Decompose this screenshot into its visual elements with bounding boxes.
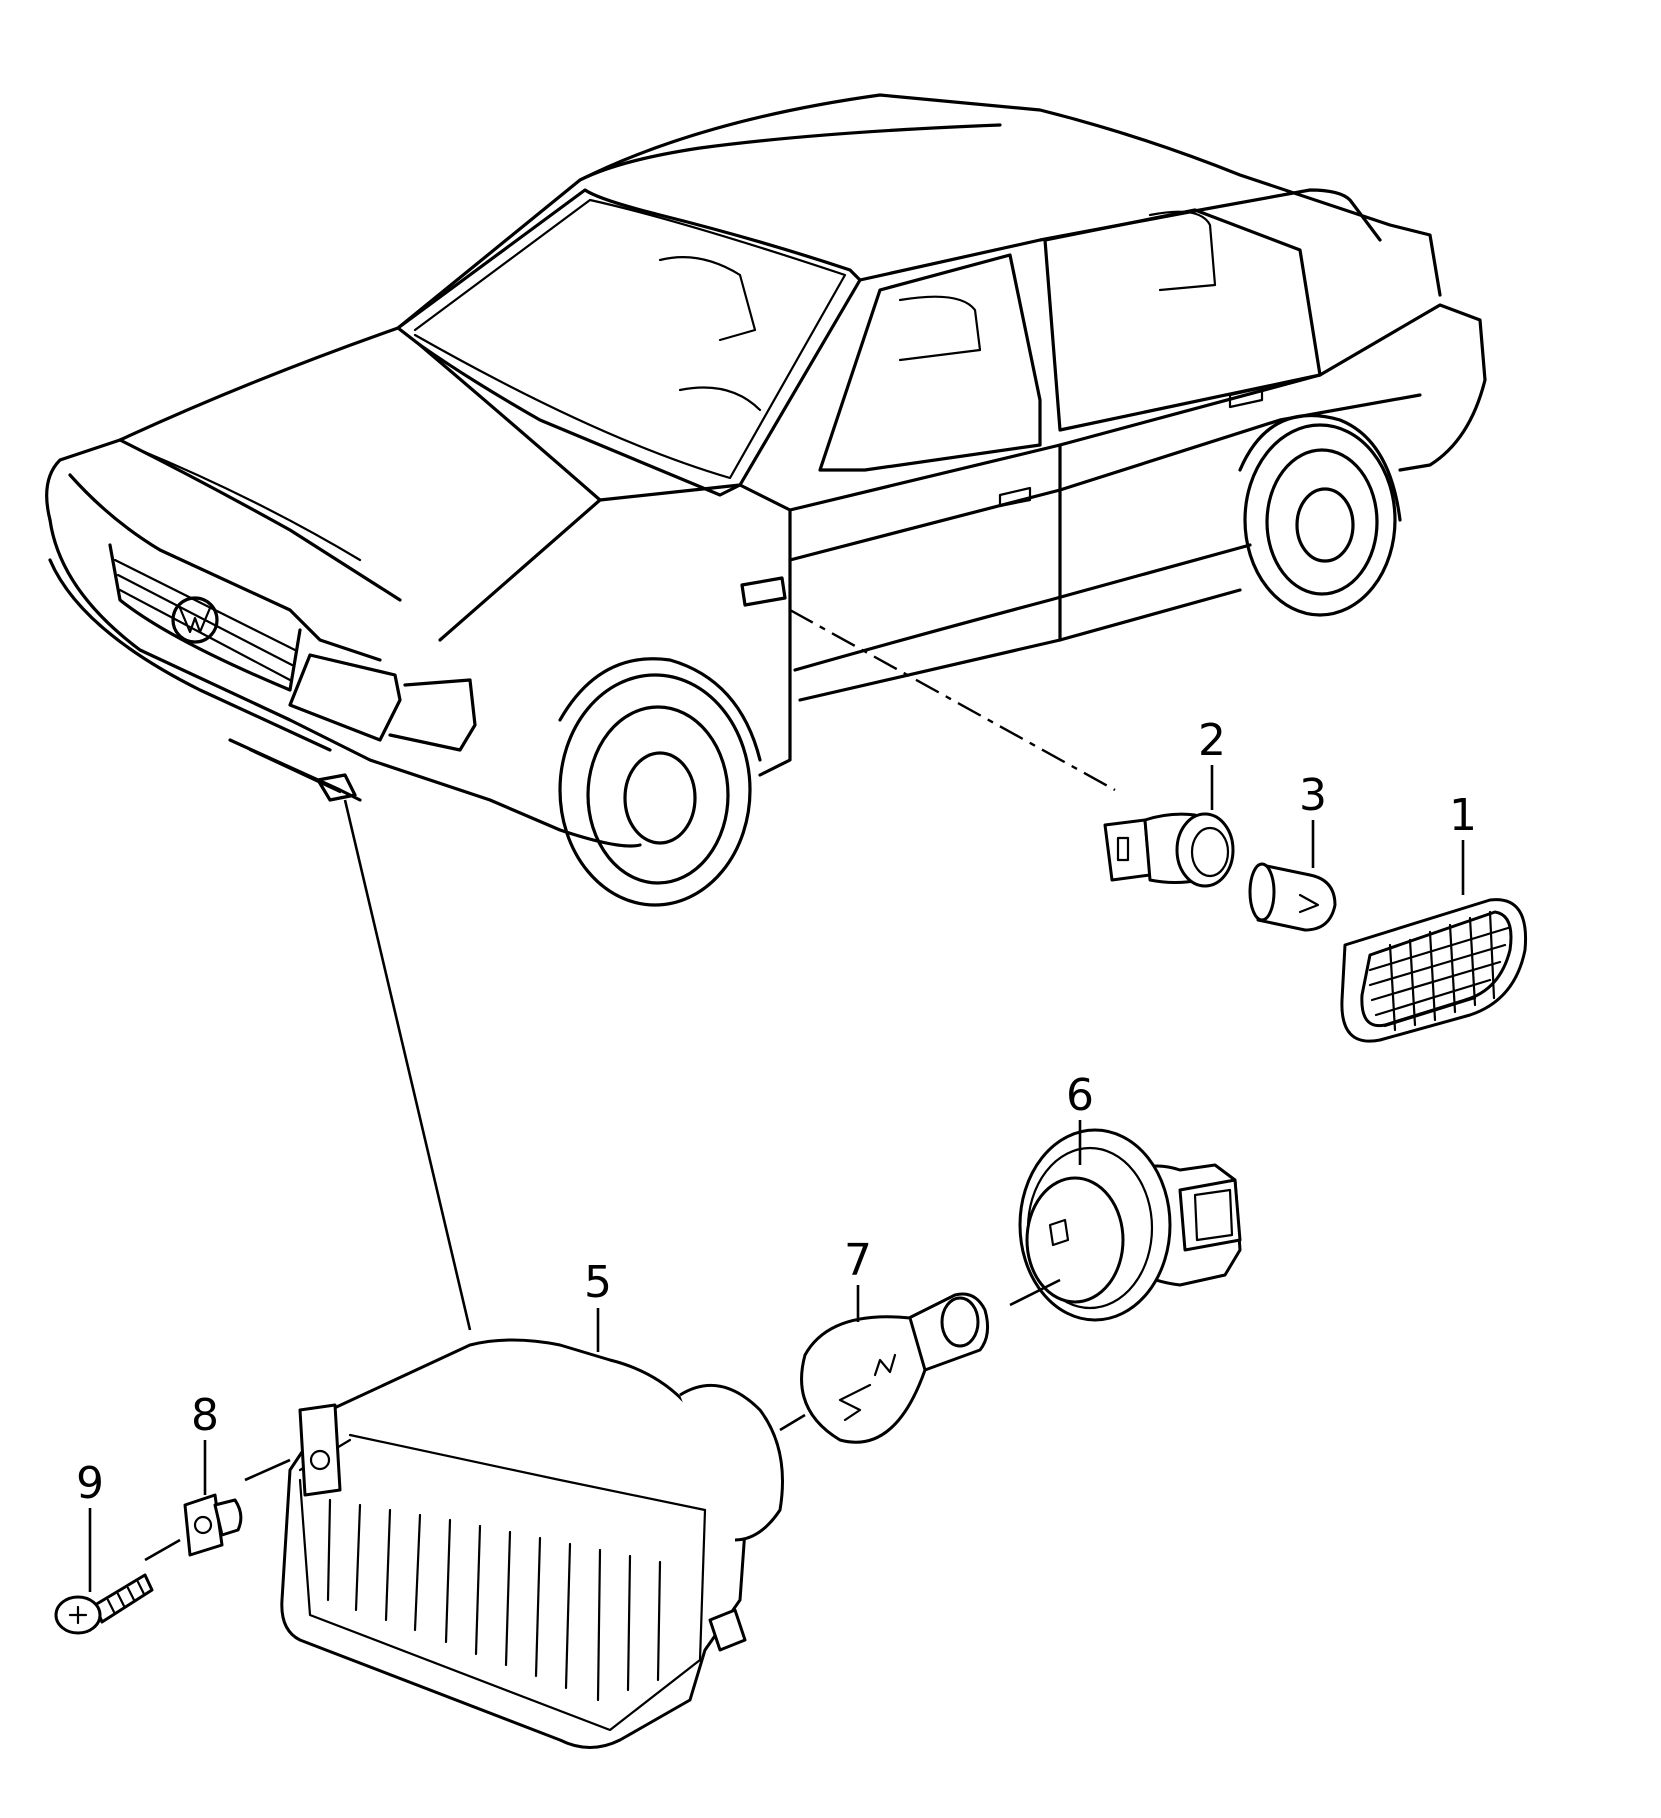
callout-lines [88,765,1465,1592]
callout-7: 7 [844,1235,872,1286]
part-3-wedge-bulb [1248,862,1337,932]
callout-6: 6 [1066,1070,1094,1121]
part-5-turn-signal-housing [280,1338,784,1749]
car-illustration [45,93,1487,907]
callout-1: 1 [1449,790,1477,841]
leader-line-screw-housing [244,1458,291,1482]
part-7-bulb [800,1292,990,1444]
part-1-side-marker-lens [1340,898,1528,1043]
leader-line-side-marker [789,608,1116,792]
leader-line-socket-bulb [1009,1278,1061,1307]
part-9-screw [54,1573,154,1635]
part-6-lamp-socket [1018,1128,1242,1322]
callout-5: 5 [584,1257,612,1308]
leader-line-turn-signal [343,799,472,1331]
callout-2: 2 [1198,715,1226,766]
leader-line-bulb-lamp [779,1413,806,1432]
part-8-clip-nut [183,1493,243,1557]
callout-8: 8 [191,1390,219,1441]
leader-line-screw-clip [144,1538,181,1562]
callout-3: 3 [1299,770,1327,821]
callout-9: 9 [76,1458,104,1509]
part-2-bulb-socket [1103,812,1235,888]
